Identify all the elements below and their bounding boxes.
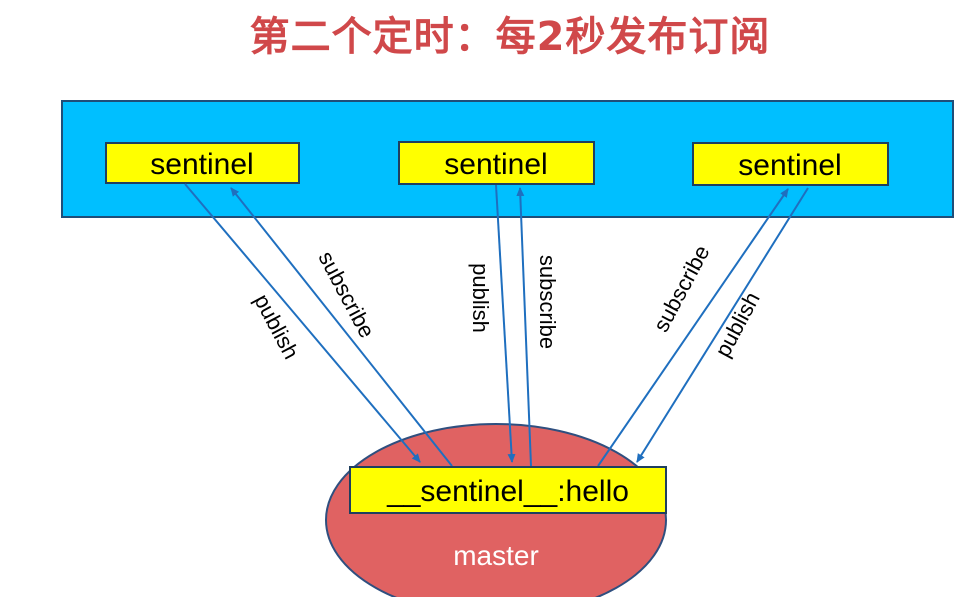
sentinel-node-1: sentinel <box>105 142 300 184</box>
sentinel-node-3: sentinel <box>692 142 889 186</box>
channel-label: __sentinel__:hello <box>386 475 629 508</box>
arrow-label: subscribe <box>648 241 714 336</box>
master-label: master <box>453 540 539 571</box>
arrow-publish-middle <box>495 184 516 463</box>
sentinel-node-2: sentinel <box>398 141 595 185</box>
arrow-publish-right <box>636 187 809 463</box>
arrow-subscribe-middle <box>516 187 532 467</box>
channel-box: __sentinel__:hello <box>349 466 667 514</box>
arrow-publish-left <box>184 183 421 463</box>
arrow-label: subscribe <box>313 247 379 342</box>
arrow-subscribe-right <box>597 188 789 467</box>
arrow-label: publish <box>710 288 765 361</box>
arrow-label: publish <box>468 263 493 333</box>
arrow-label: publish <box>249 290 304 363</box>
sentinel-label: sentinel <box>738 149 841 182</box>
sentinel-label: sentinel <box>444 148 547 181</box>
arrow-subscribe-left <box>230 187 453 467</box>
slide-title: 第二个定时：每2秒发布订阅 <box>249 14 771 60</box>
sentinel-label: sentinel <box>150 148 253 181</box>
arrow-label: subscribe <box>535 255 560 349</box>
